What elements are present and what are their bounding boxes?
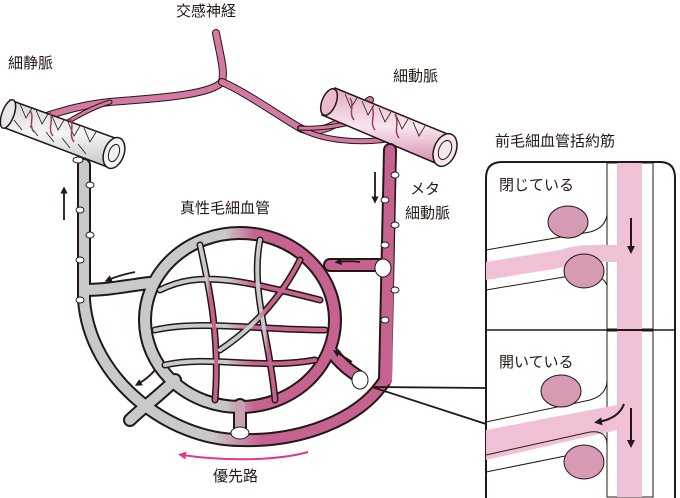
label-state-closed: 閉じている [499,176,575,194]
left-arrow-icon [332,350,353,363]
label-precapillary-sphincter: 前毛細血管括約筋 [495,132,616,150]
venule-vessel [0,98,126,170]
preferential-arrow-icon [178,451,309,461]
label-venule: 細静脈 [8,54,54,72]
sympathetic-nerve [36,29,398,145]
label-true-capillaries: 真性毛細血管 [180,199,271,217]
sphincter-blobs [72,156,400,440]
label-metarteriole-2: 細動脈 [405,204,451,222]
left-arrow-icon [104,271,136,282]
label-state-open: 開いている [499,353,574,371]
label-sympathetic-nerve: 交感神経 [176,2,237,20]
capillary-bed [77,143,397,448]
left-arrow-icon [134,369,156,386]
curved-arrow-icon [594,403,625,426]
left-arrow-icon [334,257,361,266]
callout-lines [371,386,487,425]
label-metarteriole-1: メタ [410,180,441,198]
inset-closed [485,162,654,330]
inset-panel [485,161,676,498]
label-preferential-channel: 優先路 [213,467,259,485]
label-arteriole: 細動脈 [393,67,439,85]
inset-open [485,330,654,498]
flow-arrows [60,172,379,386]
arteriole-vessel [319,87,458,168]
